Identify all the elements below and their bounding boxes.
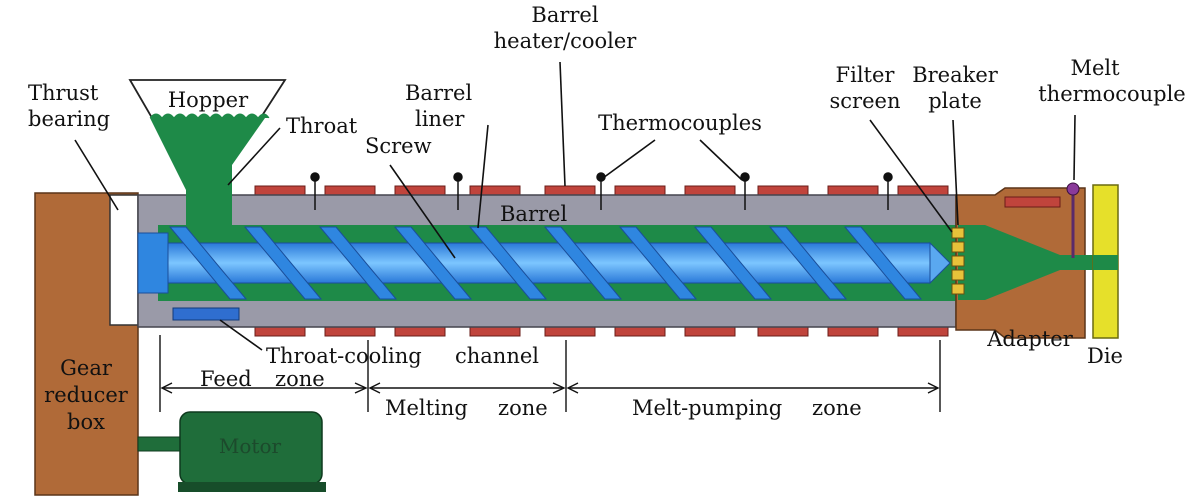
melt-thermocouple-head bbox=[1066, 182, 1080, 196]
label-feed: Feed bbox=[200, 367, 252, 391]
label-breaker-1: Breaker bbox=[912, 63, 999, 87]
thrust-bearing bbox=[109, 194, 139, 326]
label-thermocouples: Thermocouples bbox=[598, 111, 762, 135]
label-throat-cooling: Throat-cooling bbox=[266, 344, 422, 368]
throat-cooling-channel bbox=[172, 307, 240, 321]
leader-lines bbox=[74, 61, 1076, 351]
label-barrel-liner-1: Barrel bbox=[405, 81, 472, 105]
adapter-heater bbox=[1004, 196, 1061, 208]
label-adapter: Adapter bbox=[986, 327, 1073, 351]
drive-shaft bbox=[137, 232, 169, 294]
thermocouple-probes bbox=[310, 172, 893, 210]
label-melt-tc-2: thermocouple bbox=[1038, 82, 1186, 106]
zone-dimension-lines bbox=[159, 335, 941, 412]
pellet-bumps bbox=[149, 113, 270, 119]
label-barrel-liner-2: liner bbox=[415, 107, 465, 131]
label-barrel: Barrel bbox=[500, 202, 567, 226]
label-channel: channel bbox=[455, 344, 539, 368]
hopper-pellets bbox=[150, 118, 265, 232]
label-screw: Screw bbox=[365, 134, 432, 158]
label-gear-2: reducer bbox=[44, 383, 129, 407]
breaker-plate bbox=[951, 227, 965, 295]
die-melt bbox=[1093, 255, 1118, 270]
label-motor: Motor bbox=[219, 434, 282, 458]
label-thrust-2: bearing bbox=[28, 107, 110, 131]
label-feed-zone: zone bbox=[275, 367, 325, 391]
label-pumping-zone: zone bbox=[812, 396, 862, 420]
label-filter-1: Filter bbox=[836, 63, 896, 87]
label-melting: Melting bbox=[385, 396, 468, 420]
label-melting-zone: zone bbox=[498, 396, 548, 420]
motor-shaft bbox=[137, 436, 184, 452]
label-die: Die bbox=[1087, 344, 1123, 368]
label-barrel-heater-2: heater/cooler bbox=[494, 29, 638, 53]
label-thrust-1: Thrust bbox=[28, 81, 99, 105]
label-breaker-2: plate bbox=[928, 89, 982, 113]
label-throat: Throat bbox=[286, 114, 358, 138]
adapter-melt bbox=[958, 225, 1112, 300]
heater-bands-bottom bbox=[254, 325, 949, 337]
label-barrel-heater-1: Barrel bbox=[531, 3, 598, 27]
screw-tip bbox=[929, 241, 951, 285]
label-hopper: Hopper bbox=[168, 88, 249, 112]
screw-flights bbox=[168, 226, 923, 300]
label-gear-1: Gear bbox=[60, 356, 113, 380]
motor-base bbox=[178, 482, 326, 492]
label-melt-tc-1: Melt bbox=[1070, 56, 1120, 80]
label-filter-2: screen bbox=[830, 89, 901, 113]
label-gear-3: box bbox=[67, 410, 105, 434]
label-pumping: Melt-pumping bbox=[632, 396, 782, 420]
